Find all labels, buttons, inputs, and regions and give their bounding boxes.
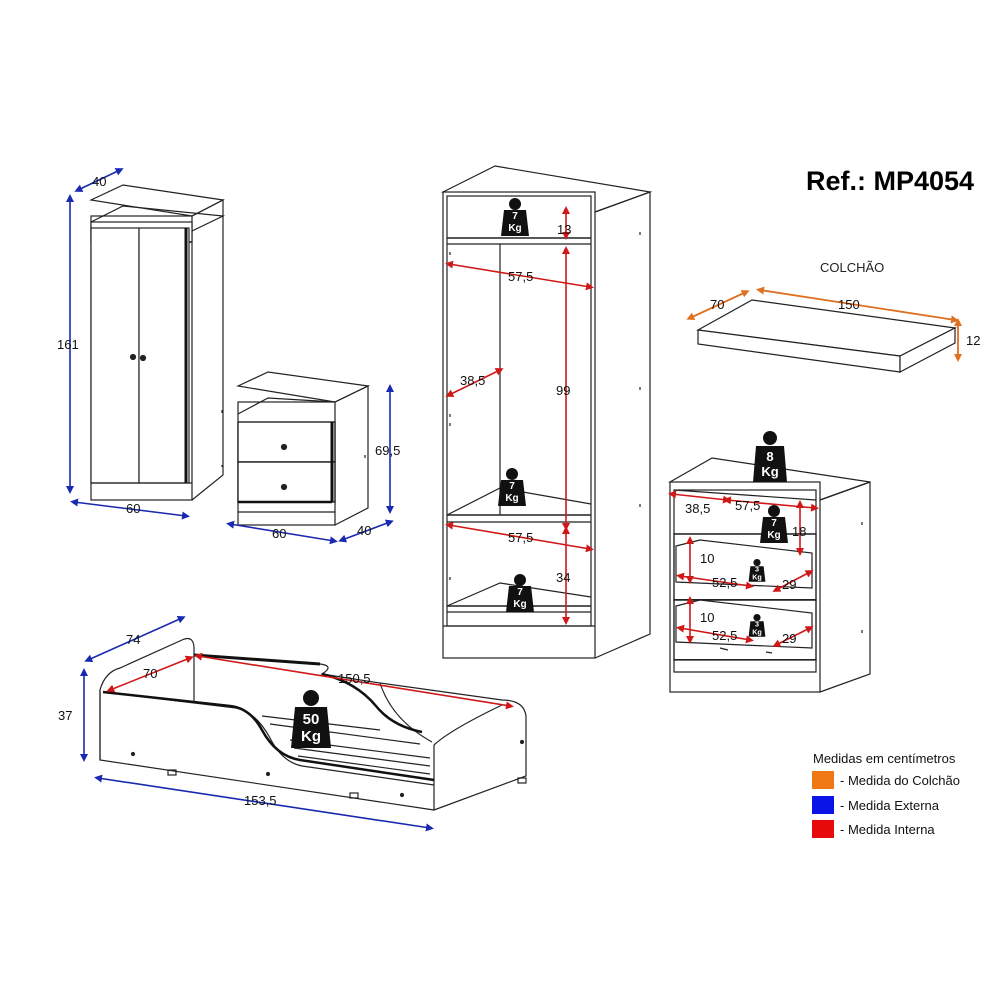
- svg-text:37: 37: [58, 708, 72, 723]
- mattress-dimensions: 70 150 12: [686, 286, 980, 362]
- nightstand-dimensions: 60 40 69,5: [226, 384, 400, 545]
- chest-niche-weight-icon: 7 Kg: [760, 505, 788, 543]
- svg-text:3: 3: [755, 620, 759, 629]
- svg-text:3: 3: [755, 565, 759, 574]
- svg-text:18: 18: [792, 524, 806, 539]
- svg-text:10: 10: [700, 610, 714, 625]
- wardrobe: [88, 184, 226, 501]
- chest-dimensions: 38,5 57,5 18 10 52,5 29 10 52,5 29: [668, 490, 819, 647]
- svg-text:150,5: 150,5: [338, 671, 371, 686]
- svg-text:- Medida Externa: - Medida Externa: [840, 798, 940, 813]
- svg-text:7: 7: [509, 481, 515, 492]
- svg-text:38,5: 38,5: [685, 501, 710, 516]
- tall-cabinet-top-weight-icon: 7 Kg: [501, 198, 529, 236]
- legend: Medidas em centímetros - Medida do Colch…: [812, 751, 960, 838]
- svg-text:153,5: 153,5: [244, 793, 277, 808]
- svg-text:Kg: Kg: [513, 599, 526, 610]
- chest-of-drawers: [668, 457, 871, 693]
- legend-swatch-mattress: [812, 771, 834, 789]
- svg-text:8: 8: [766, 449, 773, 464]
- svg-text:- Medida Interna: - Medida Interna: [840, 822, 935, 837]
- nightstand: [235, 371, 371, 526]
- svg-text:Kg: Kg: [752, 627, 762, 636]
- mattress-title: COLCHÃO: [820, 260, 884, 275]
- mattress: [696, 299, 957, 373]
- chest-drawer1-weight-icon: 3 Kg: [748, 559, 766, 582]
- svg-text:74: 74: [126, 632, 140, 647]
- wardrobe-dimensions: 40 161 60: [57, 168, 190, 520]
- svg-text:57,5: 57,5: [508, 530, 533, 545]
- svg-text:Kg: Kg: [505, 493, 518, 504]
- tall-cabinet-bottom-weight-icon: 7 Kg: [506, 574, 534, 612]
- svg-text:60: 60: [126, 501, 140, 516]
- svg-text:99: 99: [556, 383, 570, 398]
- svg-text:Kg: Kg: [767, 530, 780, 541]
- legend-swatch-internal: [812, 820, 834, 838]
- svg-text:150: 150: [838, 297, 860, 312]
- svg-text:50: 50: [303, 711, 320, 728]
- svg-text:7: 7: [517, 587, 523, 598]
- reference-title: Ref.: MP4054: [806, 166, 974, 196]
- svg-text:52,5: 52,5: [712, 628, 737, 643]
- svg-text:161: 161: [57, 337, 79, 352]
- bed-weight-icon: 50 Kg: [291, 690, 331, 748]
- svg-text:12: 12: [966, 333, 980, 348]
- svg-text:70: 70: [143, 666, 157, 681]
- svg-text:Kg: Kg: [508, 223, 521, 234]
- svg-text:57,5: 57,5: [735, 498, 760, 513]
- svg-text:29: 29: [782, 631, 796, 646]
- svg-text:Medidas em centímetros: Medidas em centímetros: [813, 751, 956, 766]
- svg-text:69,5: 69,5: [375, 443, 400, 458]
- svg-text:10: 10: [700, 551, 714, 566]
- svg-text:52,5: 52,5: [712, 575, 737, 590]
- svg-text:60: 60: [272, 526, 286, 541]
- bed-dimensions: 74 37 153,5 70 150,5: [58, 615, 514, 832]
- svg-text:40: 40: [357, 523, 371, 538]
- svg-text:29: 29: [782, 577, 796, 592]
- svg-text:Kg: Kg: [752, 572, 762, 581]
- svg-text:7: 7: [771, 518, 777, 529]
- svg-text:38,5: 38,5: [460, 373, 485, 388]
- svg-text:- Medida do Colchão: - Medida do Colchão: [840, 773, 960, 788]
- tall-cabinet: [440, 165, 653, 659]
- tall-cabinet-mid-weight-icon: 7 Kg: [498, 468, 526, 506]
- chest-top-weight-icon: 8 Kg: [753, 431, 787, 482]
- chest-drawer2-weight-icon: 3 Kg: [748, 614, 766, 637]
- svg-text:57,5: 57,5: [508, 269, 533, 284]
- svg-text:40: 40: [92, 174, 106, 189]
- svg-text:7: 7: [512, 211, 518, 222]
- svg-text:Kg: Kg: [301, 728, 321, 745]
- legend-swatch-external: [812, 796, 834, 814]
- svg-text:70: 70: [710, 297, 724, 312]
- tall-cabinet-dimensions: 13 57,5 99 38,5 57,5 34: [445, 206, 594, 625]
- svg-text:13: 13: [557, 222, 571, 237]
- svg-text:Kg: Kg: [761, 464, 778, 479]
- svg-text:34: 34: [556, 570, 570, 585]
